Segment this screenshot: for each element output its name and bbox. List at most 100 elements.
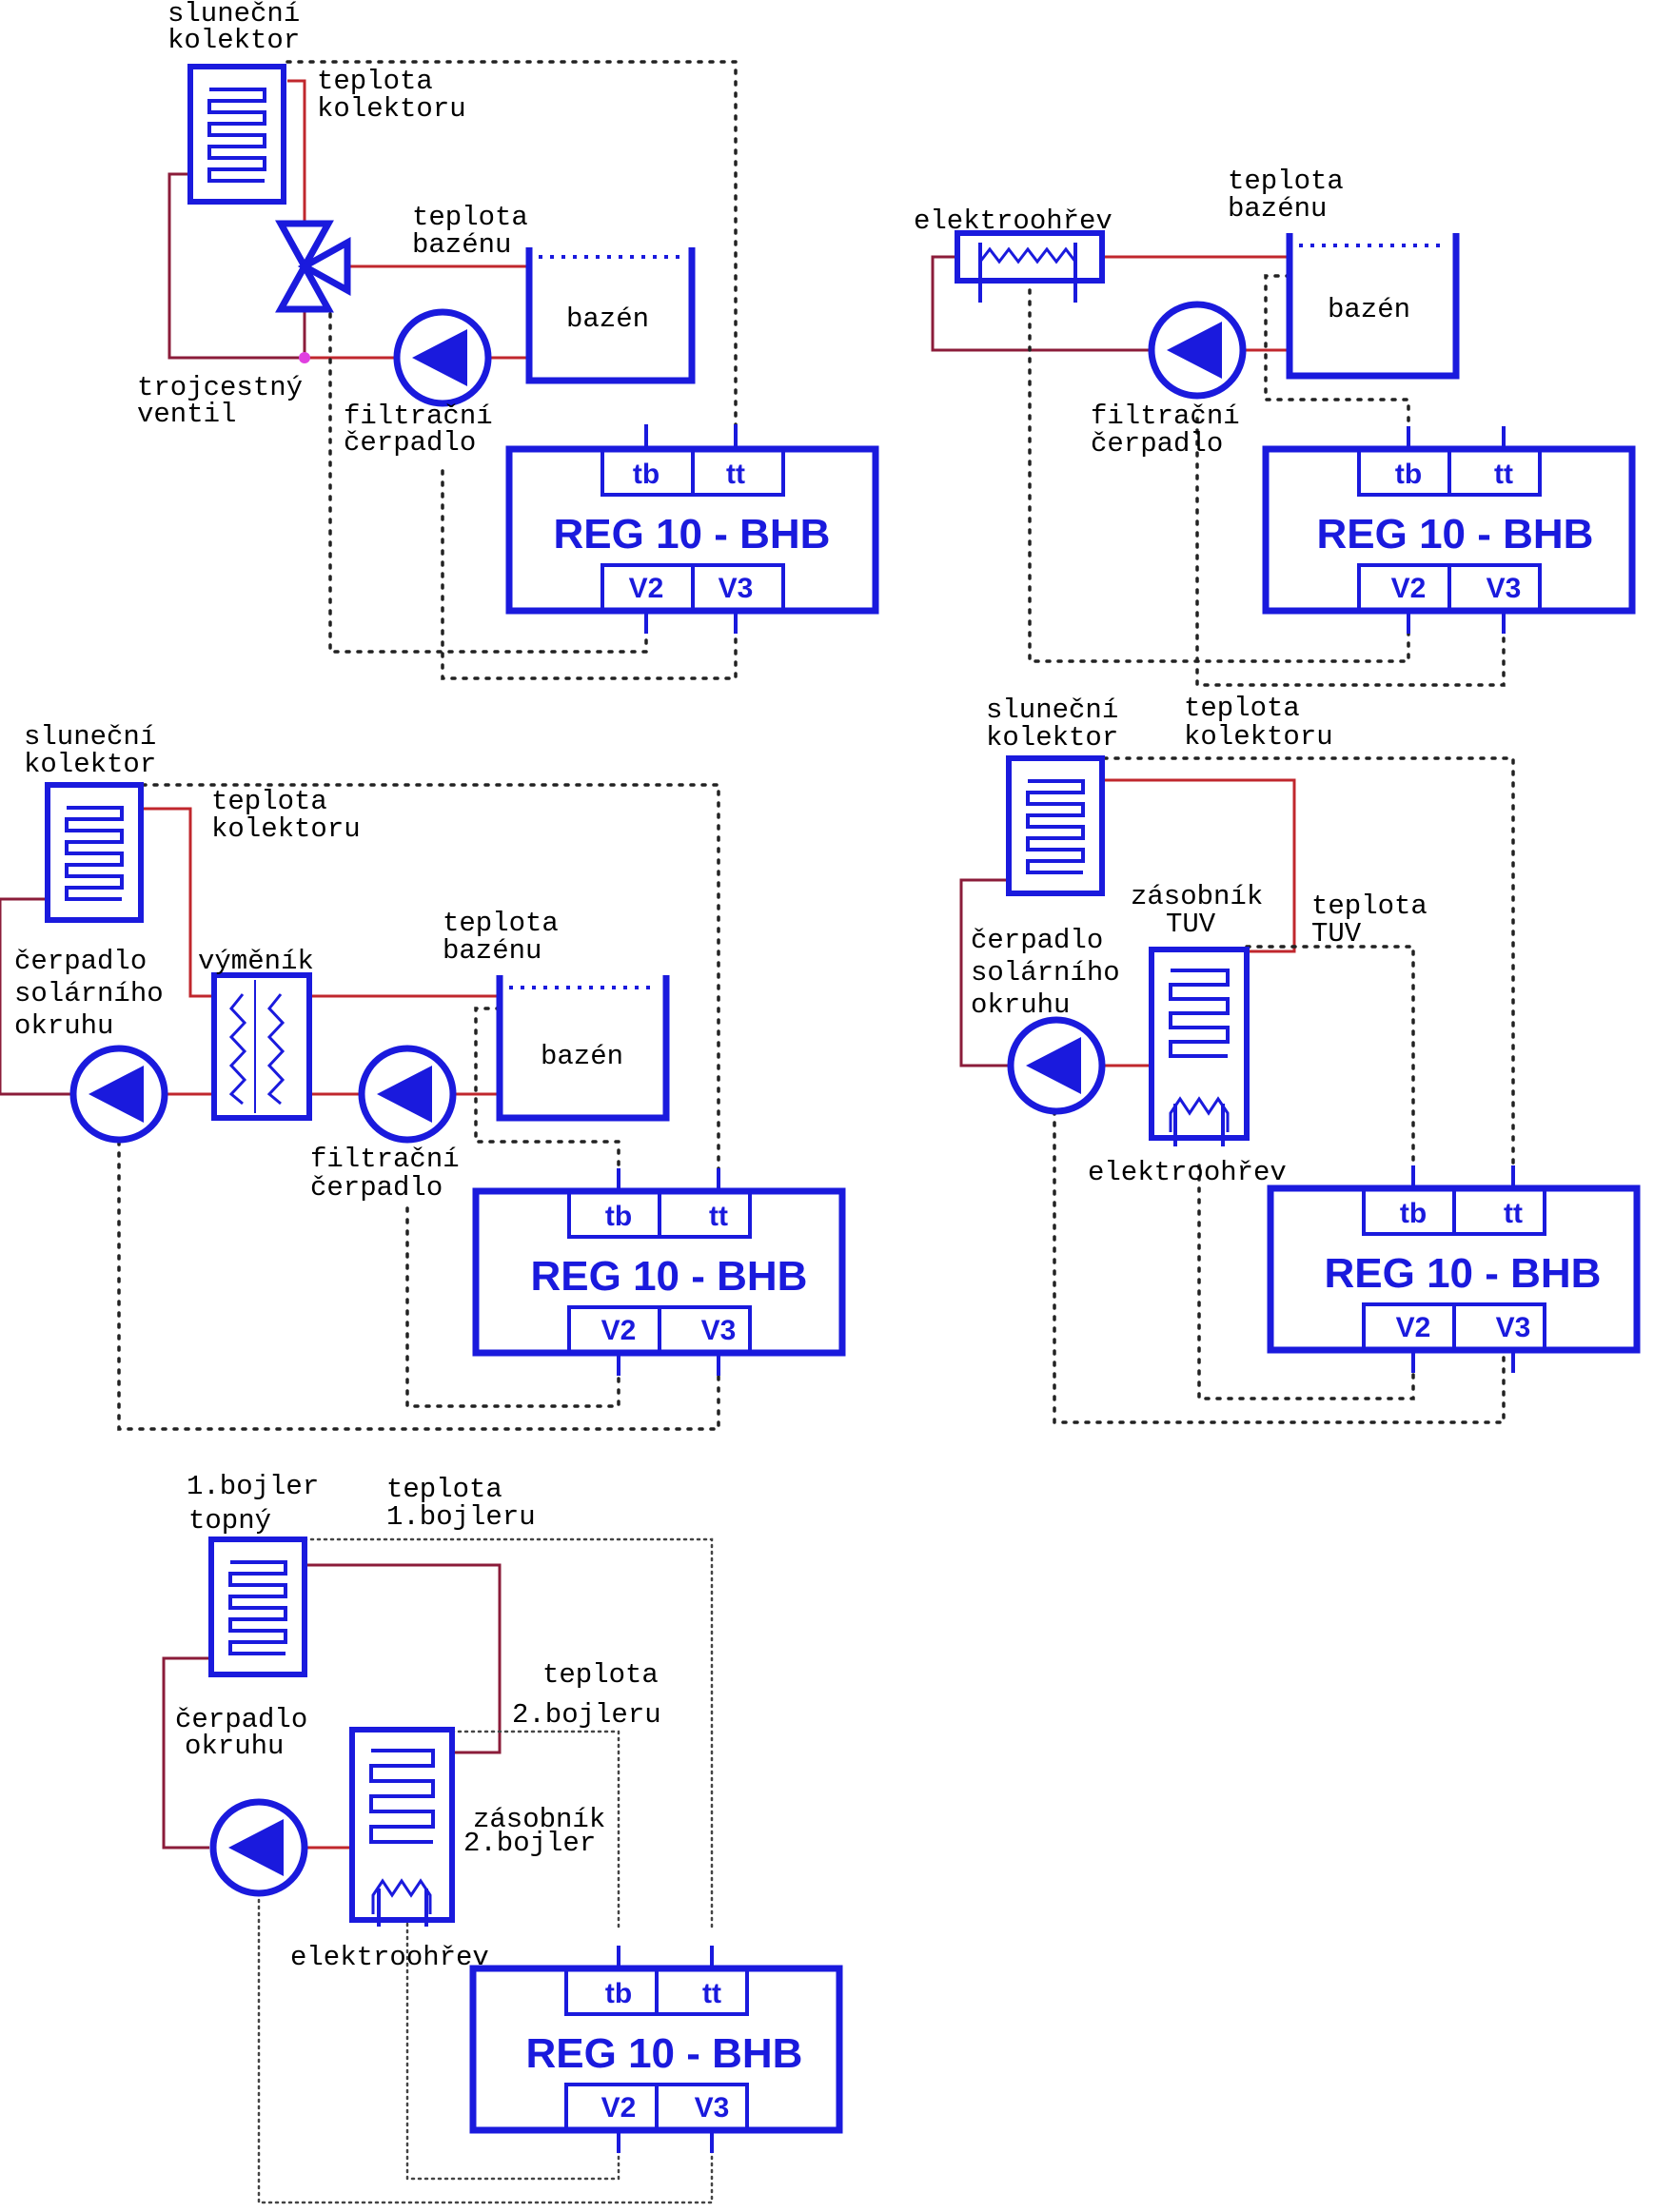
label-solar-collector-1: sluneční <box>167 0 300 29</box>
label-solar-collector-2: kolektor <box>167 25 300 56</box>
pool-icon <box>496 975 670 1122</box>
label-circuit-pump-2: okruhu <box>185 1731 284 1762</box>
label-valve-1: trojcestný <box>137 372 303 403</box>
label-electric-heating: elektroohřev <box>1088 1157 1287 1188</box>
label-tuv-temp-1: teplota <box>1311 891 1428 922</box>
label-collector-temp-1: teplota <box>317 66 433 97</box>
port-v3: V3 <box>719 573 754 604</box>
label-solar-pump-1: čerpadlo <box>971 925 1103 956</box>
diagram-4: sluneční kolektor teplota kolektoru záso… <box>959 693 1637 1424</box>
boiler1-icon <box>211 1539 305 1674</box>
diagram-1: sluneční kolektor teplota kolektoru tepl… <box>137 0 876 680</box>
filter-pump-icon <box>397 312 488 403</box>
label-filter-pump-1: filtrační <box>310 1144 460 1175</box>
label-solar-pump-3: okruhu <box>971 989 1070 1021</box>
label-solar-collector-2: kolektor <box>986 722 1118 754</box>
port-v3: V3 <box>1496 1312 1531 1343</box>
label-valve-2: ventil <box>137 399 236 430</box>
port-tb: tb <box>1400 1198 1427 1229</box>
diagram-5: 1.bojler topný teplota 1.bojleru teplota… <box>162 1471 839 2204</box>
label-filter-pump-1: filtrační <box>344 401 493 432</box>
port-tt: tt <box>1494 459 1513 490</box>
label-solar-collector-1: sluneční <box>24 721 156 753</box>
diagram-2: elektroohřev teplota bazénu bazén filtra… <box>914 166 1632 687</box>
port-v2: V2 <box>629 573 664 604</box>
pool-icon <box>525 247 696 384</box>
label-filter-pump-2: čerpadlo <box>310 1172 443 1204</box>
solar-collector-icon <box>1009 758 1102 893</box>
label-pool: bazén <box>1328 294 1410 325</box>
label-circuit-pump-1: čerpadlo <box>175 1704 307 1735</box>
label-boiler2-temp-1: teplota <box>542 1659 659 1691</box>
port-tt: tt <box>1504 1198 1523 1229</box>
label-tank-boiler2-2: 2.bojler <box>463 1828 596 1859</box>
label-pool-temp-1: teplota <box>412 202 528 233</box>
label-collector-temp-1: teplota <box>1184 693 1300 724</box>
label-solar-pump-2: solárního <box>14 978 164 1009</box>
electric-heater-icon <box>955 230 1105 303</box>
port-tb: tb <box>633 459 660 490</box>
label-solar-pump-3: okruhu <box>14 1010 113 1042</box>
label-electric-heating: elektroohřev <box>290 1942 489 1973</box>
tank-tuv-icon <box>1149 947 1250 1146</box>
label-tank-boiler2-1: zásobník <box>473 1804 605 1835</box>
label-filter-pump-2: čerpadlo <box>344 427 476 459</box>
port-v3: V3 <box>701 1315 737 1346</box>
port-tt: tt <box>709 1201 728 1232</box>
filter-pump-icon <box>1152 304 1243 396</box>
label-solar-collector-1: sluneční <box>986 695 1118 726</box>
port-v2: V2 <box>1391 573 1427 604</box>
controller-title: REG 10 - BHB <box>526 2030 803 2077</box>
label-pool-temp-1: teplota <box>443 908 559 939</box>
label-solar-pump-1: čerpadlo <box>14 946 147 977</box>
label-boiler1-temp-1: teplota <box>386 1474 502 1505</box>
port-tt: tt <box>726 459 745 490</box>
label-boiler1-1: 1.bojler <box>187 1471 319 1502</box>
diagram-3: sluneční kolektor teplota kolektoru tepl… <box>0 721 842 1431</box>
circuit-pump-icon <box>213 1802 305 1893</box>
port-v2: V2 <box>601 2092 637 2124</box>
pool-icon <box>1286 233 1460 380</box>
label-boiler2-temp-2: 2.bojleru <box>512 1699 661 1731</box>
label-solar-collector-2: kolektor <box>24 749 156 780</box>
tank-boiler2-icon <box>349 1727 455 1927</box>
label-pool: bazén <box>566 303 649 335</box>
label-filter-pump-1: filtrační <box>1091 401 1240 432</box>
label-pool: bazén <box>541 1041 623 1072</box>
label-boiler1-temp-2: 1.bojleru <box>386 1501 536 1533</box>
label-pool-temp-2: bazénu <box>412 229 511 261</box>
port-v3: V3 <box>695 2092 730 2124</box>
port-tt: tt <box>702 1978 721 2009</box>
controller-title: REG 10 - BHB <box>531 1253 808 1300</box>
port-tb: tb <box>605 1201 632 1232</box>
solar-collector-icon <box>48 785 141 920</box>
solar-collector-icon <box>190 67 284 202</box>
port-v2: V2 <box>601 1315 637 1346</box>
label-collector-temp-1: teplota <box>211 786 327 817</box>
label-tank-tuv-2: TUV <box>1166 909 1216 940</box>
label-exchanger: výměník <box>198 946 314 977</box>
label-collector-temp-2: kolektoru <box>211 813 361 845</box>
port-tb: tb <box>1395 459 1422 490</box>
three-way-valve-icon <box>275 220 351 313</box>
solar-pump-icon <box>1011 1020 1102 1111</box>
heat-exchanger-icon <box>211 972 312 1121</box>
filter-pump-icon <box>362 1048 453 1140</box>
port-v3: V3 <box>1487 573 1522 604</box>
port-tb: tb <box>605 1978 632 2009</box>
label-tuv-temp-2: TUV <box>1311 918 1362 949</box>
label-pool-temp-1: teplota <box>1228 166 1344 197</box>
label-solar-pump-2: solárního <box>971 957 1120 989</box>
label-collector-temp-2: kolektoru <box>1184 721 1333 753</box>
label-tank-tuv-1: zásobník <box>1131 881 1263 912</box>
label-pool-temp-2: bazénu <box>1228 193 1327 225</box>
controller-title: REG 10 - BHB <box>554 511 831 558</box>
label-collector-temp-2: kolektoru <box>317 93 466 125</box>
label-boiler1-2: topný <box>188 1505 271 1537</box>
label-electric-heater: elektroohřev <box>914 206 1113 237</box>
label-pool-temp-2: bazénu <box>443 935 541 967</box>
solar-pump-icon <box>73 1048 165 1140</box>
label-filter-pump-2: čerpadlo <box>1091 428 1223 460</box>
